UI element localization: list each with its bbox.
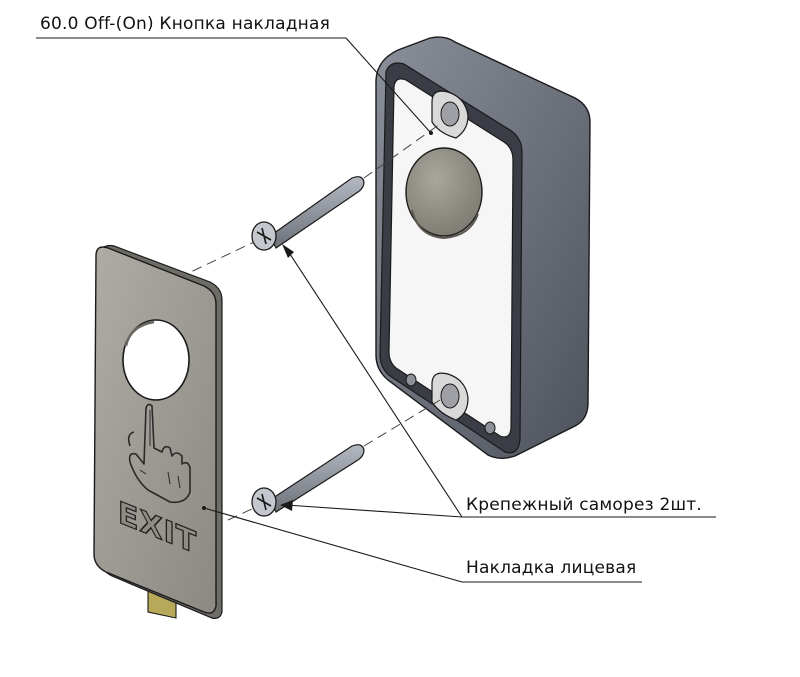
label-face-plate: Накладка лицевая xyxy=(466,558,637,578)
leader-dot-plate xyxy=(202,506,206,510)
push-button-cap xyxy=(405,147,483,237)
bottom-screw-hole xyxy=(440,383,460,409)
label-screw: Крепежный саморез 2шт. xyxy=(466,495,702,515)
alignment-lines xyxy=(177,123,441,521)
corner-hole-right xyxy=(484,421,496,435)
label-button-model: 60.0 Off-(On) Кнопка накладная xyxy=(40,14,331,34)
screw-bottom xyxy=(251,444,365,517)
top-screw-hole xyxy=(440,101,460,127)
arrow-screw-bottom-icon xyxy=(280,500,293,511)
push-button-rim xyxy=(411,209,479,240)
button-housing xyxy=(375,36,591,459)
button-window xyxy=(122,319,190,401)
hand-pointer-icon xyxy=(127,403,191,504)
corner-hole-left xyxy=(405,373,417,387)
arrow-screw-top-icon xyxy=(282,244,294,258)
leader-dot-housing xyxy=(429,131,433,135)
screw-bottom-cross-icon xyxy=(256,493,272,511)
face-plate: EXIT xyxy=(93,244,223,619)
screw-top xyxy=(251,176,365,251)
face-plate-surface xyxy=(93,246,217,614)
screw-top-cross-icon xyxy=(256,227,272,245)
leader-lines xyxy=(36,37,716,583)
leader-arrows xyxy=(202,131,433,511)
